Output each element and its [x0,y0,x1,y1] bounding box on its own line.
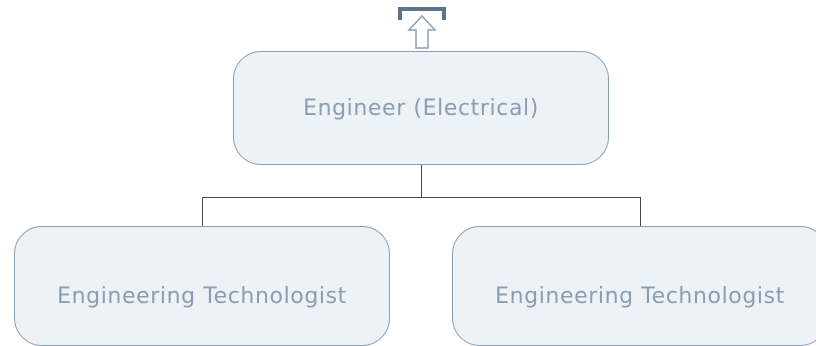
navigate-up-button[interactable] [396,4,448,50]
arrow-up-icon [398,7,446,49]
node-engineering-technologist-left[interactable]: Engineering Technologist [14,226,390,346]
node-label: Engineer (Electrical) [303,95,539,121]
connector-lines [202,165,641,226]
node-label: Engineering Technologist [57,284,347,309]
node-engineering-technologist-right[interactable]: Engineering Technologist [452,226,816,346]
node-label: Engineering Technologist [495,284,785,309]
node-engineer-electrical[interactable]: Engineer (Electrical) [233,51,609,165]
